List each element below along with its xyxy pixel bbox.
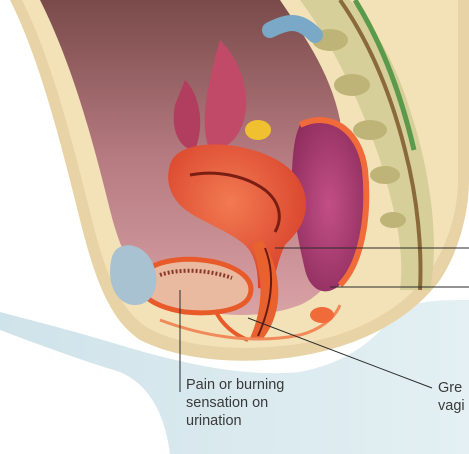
label-vaginal-discharge: Gre vagi	[438, 379, 465, 415]
label-pain-urination: Pain or burning sensation on urination	[186, 376, 284, 430]
anal-sphincter	[310, 307, 334, 323]
label-line: vagi	[438, 397, 465, 415]
label-line: urination	[186, 412, 284, 430]
label-line: sensation on	[186, 394, 284, 412]
label-line: Gre	[438, 379, 465, 397]
label-line: Pain or burning	[186, 376, 284, 394]
ovary	[245, 120, 271, 140]
